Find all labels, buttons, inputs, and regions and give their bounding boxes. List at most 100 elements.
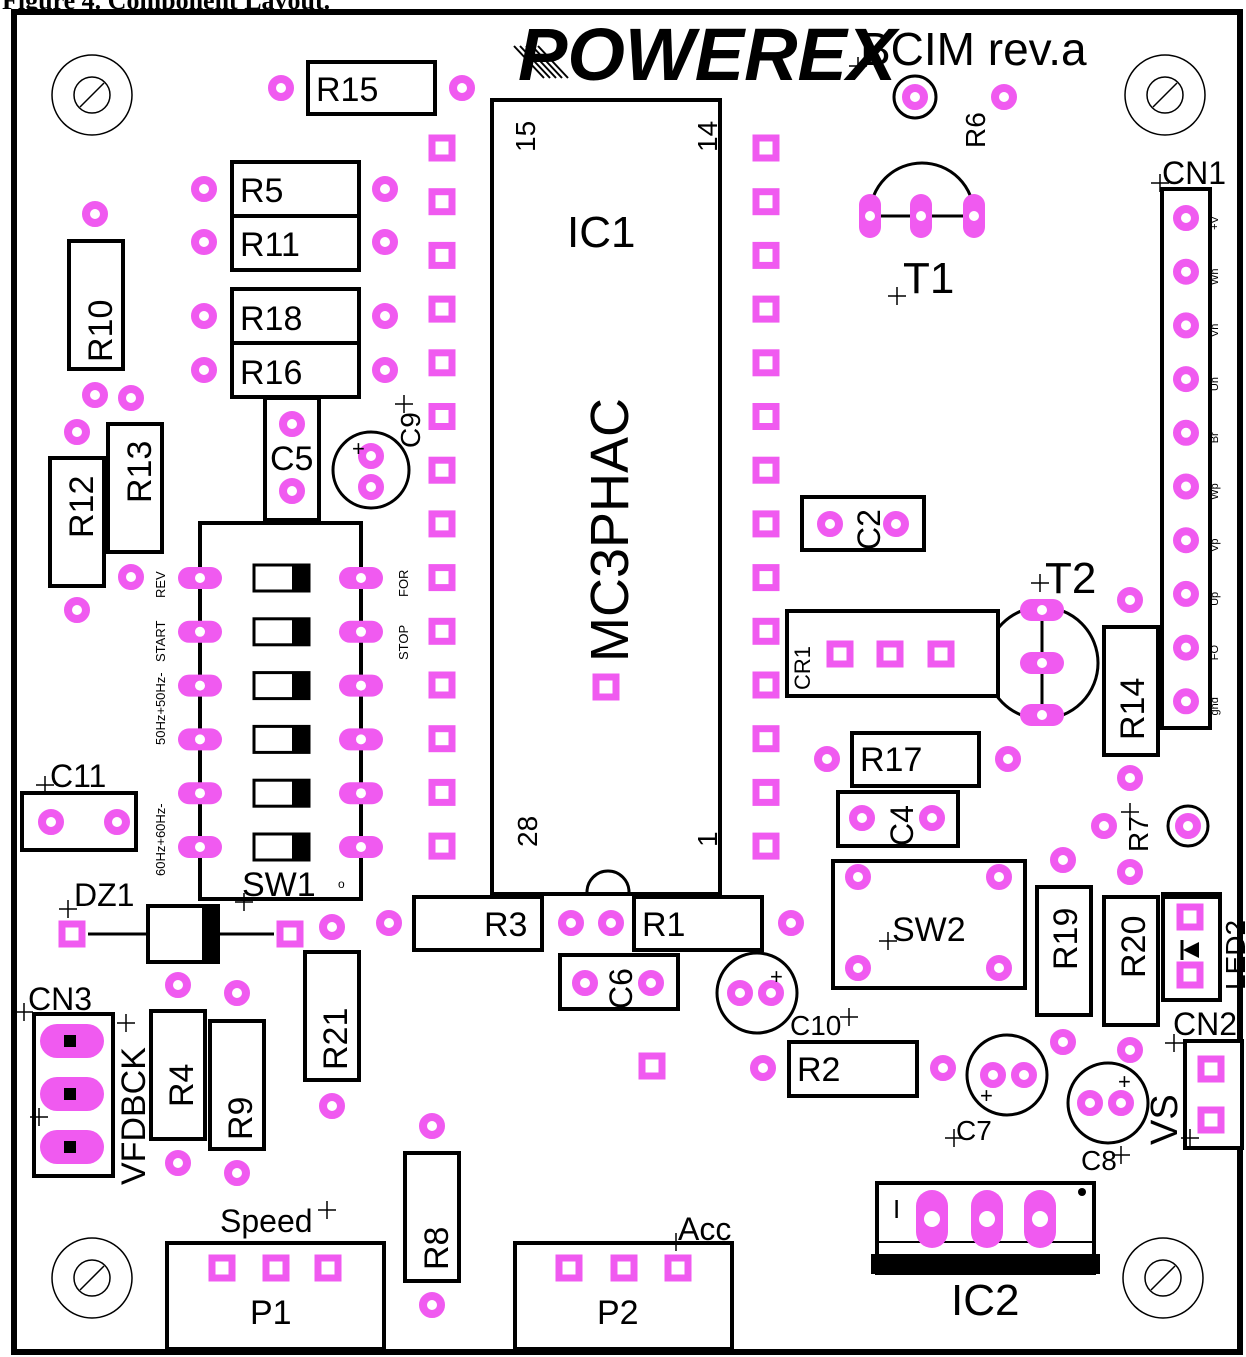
capacitor-c9 [331, 430, 411, 510]
resistor-r14 [1102, 625, 1160, 757]
label-R1: R1 [642, 906, 685, 944]
label-R4: R4 [163, 1064, 201, 1107]
label-Speed: Speed [220, 1203, 313, 1239]
round-pad [191, 229, 217, 255]
led2-bar [1163, 892, 1220, 899]
mounting-hole-slash [79, 1265, 105, 1291]
connector-cn1 [1160, 187, 1212, 730]
round-pad [358, 474, 384, 500]
pad-hole [356, 626, 366, 637]
square-pad [262, 1254, 290, 1282]
label-pin28: 28 [512, 816, 543, 847]
pad-hole [195, 573, 205, 583]
label-SW1: SW1 [242, 866, 316, 904]
capacitor-c7 [965, 1033, 1049, 1117]
logo-stripe [519, 45, 551, 79]
mounting-hole-inner [73, 1259, 111, 1297]
round-pad [165, 1150, 191, 1176]
label-Acc: Acc [678, 1211, 731, 1247]
round-pad [191, 176, 217, 202]
cn1-pin-label: Vn [1209, 324, 1221, 337]
label-pin14: 14 [692, 121, 723, 152]
ic1-pin-right [752, 564, 780, 592]
sw1-toggle-knob [292, 618, 309, 645]
label-CR1: CR1 [790, 646, 815, 690]
ic1-pin-left [428, 671, 456, 699]
ic1-pin-left [428, 349, 456, 377]
ic1-pin-right [752, 295, 780, 323]
board-name: BCIM rev.a [860, 23, 1087, 75]
cn1-pin-pad [1173, 419, 1199, 446]
mounting-hole-inner [1144, 1259, 1182, 1297]
cn1-pin-pad [1173, 366, 1199, 393]
cn1-pin-label: gnd [1209, 697, 1221, 715]
square-pad [826, 640, 854, 668]
round-pad [1117, 859, 1143, 885]
round-pad [419, 1292, 445, 1318]
dz1-band [202, 906, 218, 962]
label-MC3PHAC: MC3PHAC [580, 398, 640, 662]
cn1-pin-label: Wp [1209, 483, 1221, 500]
cn1-pin-label: Wn [1209, 268, 1221, 285]
pad-hole [865, 211, 875, 221]
logo-stripe [537, 45, 569, 79]
cn1-pin-label: Un [1209, 377, 1221, 391]
square-pad [1197, 1055, 1225, 1083]
ic1-body [490, 98, 722, 896]
r7-pad-ring [1166, 804, 1210, 848]
round-pad [1117, 587, 1143, 613]
ic1-pin1-marker [592, 673, 620, 701]
label-C9: C9 [395, 412, 426, 448]
powerex-logo: POWEREX [518, 13, 901, 96]
logo-stripe [531, 45, 563, 79]
ic1-pin-left [428, 241, 456, 269]
sw1-toggle-knob [292, 565, 309, 591]
cn1-pin-pad [1173, 580, 1199, 607]
pad-hole [1037, 605, 1047, 615]
cn1-pin-pad [1173, 258, 1199, 285]
label-R2: R2 [797, 1051, 840, 1089]
round-pad [638, 970, 664, 996]
pad-hole [916, 211, 926, 221]
ic1-pin-right [752, 134, 780, 162]
round-pad [376, 910, 402, 936]
round-pad [104, 809, 130, 835]
sw1-label-stop: STOP [396, 625, 411, 660]
label-VFDBCK: VFDBCK [115, 1047, 153, 1185]
pad-hole [356, 573, 366, 583]
cn1-pin-pad [1173, 634, 1199, 661]
label-R17: R17 [860, 741, 922, 779]
round-pad [814, 746, 840, 772]
round-pad [1050, 847, 1076, 873]
label-pin1: 1 [692, 831, 723, 847]
round-pad [82, 201, 108, 227]
label-R20: R20 [1115, 916, 1153, 978]
resistor-r20 [1102, 895, 1160, 1027]
round-pad [1117, 765, 1143, 791]
ic1-pin-right [752, 832, 780, 860]
round-pad [319, 1093, 345, 1119]
round-pad [758, 980, 784, 1006]
label-DZ1: DZ1 [74, 877, 134, 913]
label-R11: R11 [240, 226, 300, 264]
ic1-pin-right [752, 778, 780, 806]
round-pad [118, 385, 144, 411]
pad-hole [356, 842, 366, 852]
round-pad [558, 910, 584, 936]
pad-hole [195, 680, 205, 691]
label-R7: R7 [1123, 816, 1154, 852]
square-pad [208, 1254, 236, 1282]
mounting-hole-inner [1146, 76, 1184, 114]
ic1-pin-right [752, 725, 780, 753]
cn3-pad-hole [64, 1035, 76, 1047]
label-R16: R16 [240, 354, 302, 392]
square-pad [927, 640, 955, 668]
cn1-pin-pad [1173, 527, 1199, 554]
round-pad [1175, 813, 1201, 839]
label-R5: R5 [240, 172, 283, 210]
round-pad [449, 75, 475, 101]
cn1-pin-label: FO [1209, 645, 1221, 661]
ic1-pin-right [752, 188, 780, 216]
round-pad [919, 805, 945, 831]
